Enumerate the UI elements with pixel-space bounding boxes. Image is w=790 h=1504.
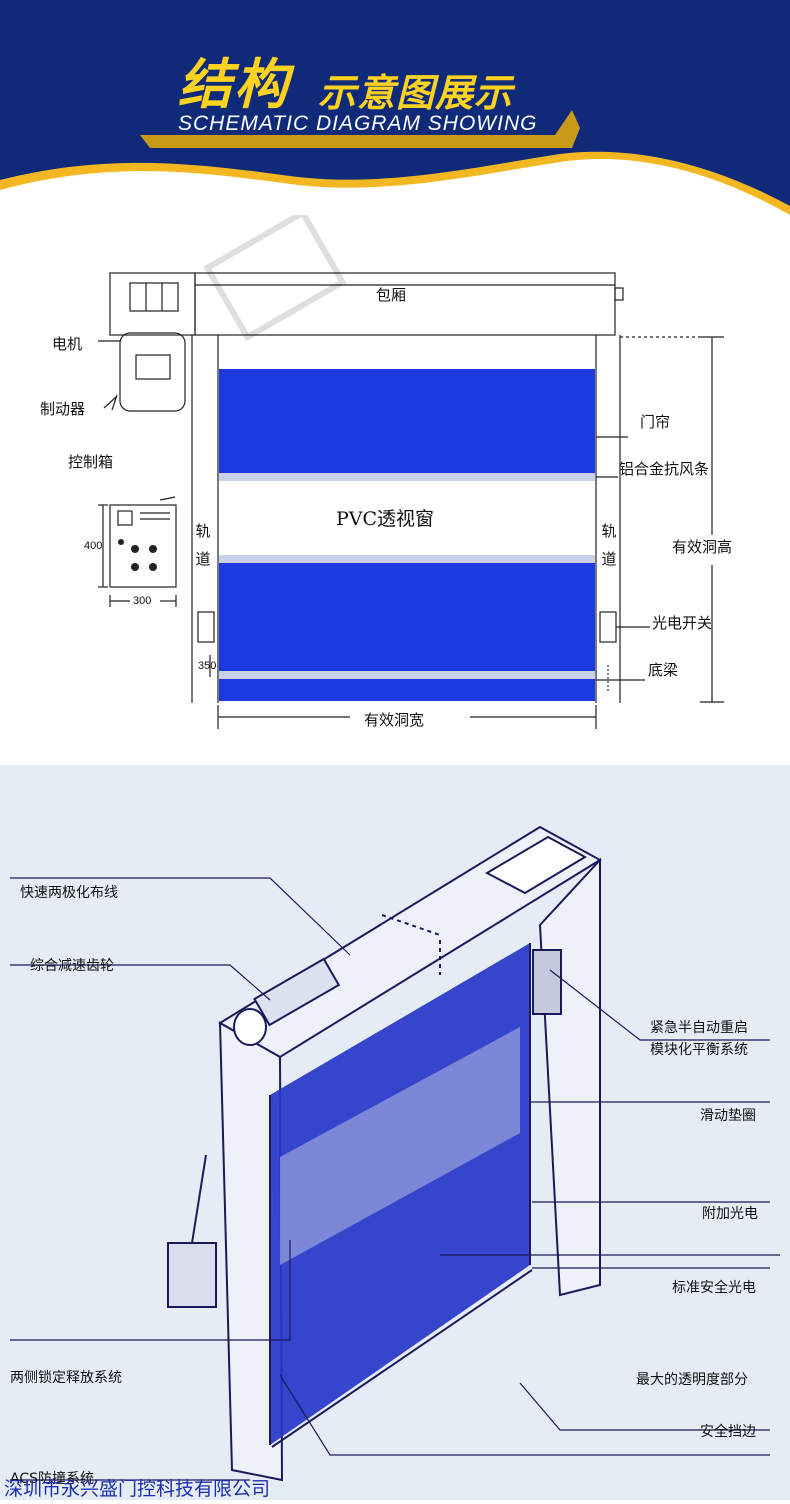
callout-safety-edge: 安全挡边: [700, 1424, 756, 1440]
callout-acs: ACS防撞系统: [10, 1471, 94, 1487]
header-background: [0, 0, 790, 215]
dim-box-height: 400: [84, 540, 103, 552]
label-control-box: 控制箱: [68, 453, 114, 471]
callout-balance-system: 紧急半自动重启 模块化平衡系统: [650, 1020, 748, 1058]
dim-sensor-height: 350: [198, 660, 217, 672]
label-housing: 包厢: [376, 286, 407, 304]
label-brake: 制动器: [40, 400, 86, 418]
label-track-right: 轨道: [601, 522, 617, 568]
isometric-diagram: 快速两极化布线 综合减速齿轮 两侧锁定释放系统 ACS防撞系统 紧急半自动重启 …: [0, 765, 790, 1500]
callout-sliding-gasket: 滑动垫圈: [700, 1108, 756, 1124]
title-main: 结构: [178, 53, 290, 116]
label-bottom-beam: 底梁: [648, 661, 679, 679]
curtain-panels: [219, 369, 595, 701]
label-wind-bar: 铝合金抗风条: [619, 460, 710, 478]
title-secondary: 示意图展示: [318, 71, 514, 115]
dim-box-width: 300: [133, 595, 152, 607]
callout-gear: 综合减速齿轮: [30, 958, 114, 974]
title-english: SCHEMATIC DIAGRAM SHOWING: [178, 112, 538, 135]
front-view-drawing: [98, 208, 724, 729]
callout-safety-photocell: 标准安全光电: [672, 1280, 756, 1296]
label-photo-switch: 光电开关: [652, 614, 713, 632]
front-view-diagram: 包厢 电机 制动器 控制箱 门帘 铝合金抗风条 PVC透视窗 轨道 轨道 有效洞…: [0, 208, 790, 765]
callout-lock-release: 两侧锁定释放系统: [10, 1370, 122, 1386]
callout-extra-photocell: 附加光电: [702, 1206, 758, 1222]
label-track-left: 轨道: [195, 522, 211, 568]
callout-transparency: 最大的透明度部分: [636, 1372, 748, 1388]
company-footer: 深圳市永兴盛门控科技有限公司: [4, 1478, 271, 1500]
isometric-drawing: [10, 825, 780, 1482]
label-curtain: 门帘: [640, 413, 671, 431]
label-pvc-window: PVC透视窗: [336, 508, 435, 530]
header-banner: 结构 示意图展示 SCHEMATIC DIAGRAM SHOWING: [0, 0, 790, 215]
label-motor: 电机: [52, 335, 83, 353]
label-effective-width: 有效洞宽: [364, 711, 425, 729]
callout-wiring: 快速两极化布线: [20, 885, 118, 901]
label-effective-height: 有效洞高: [672, 538, 733, 556]
